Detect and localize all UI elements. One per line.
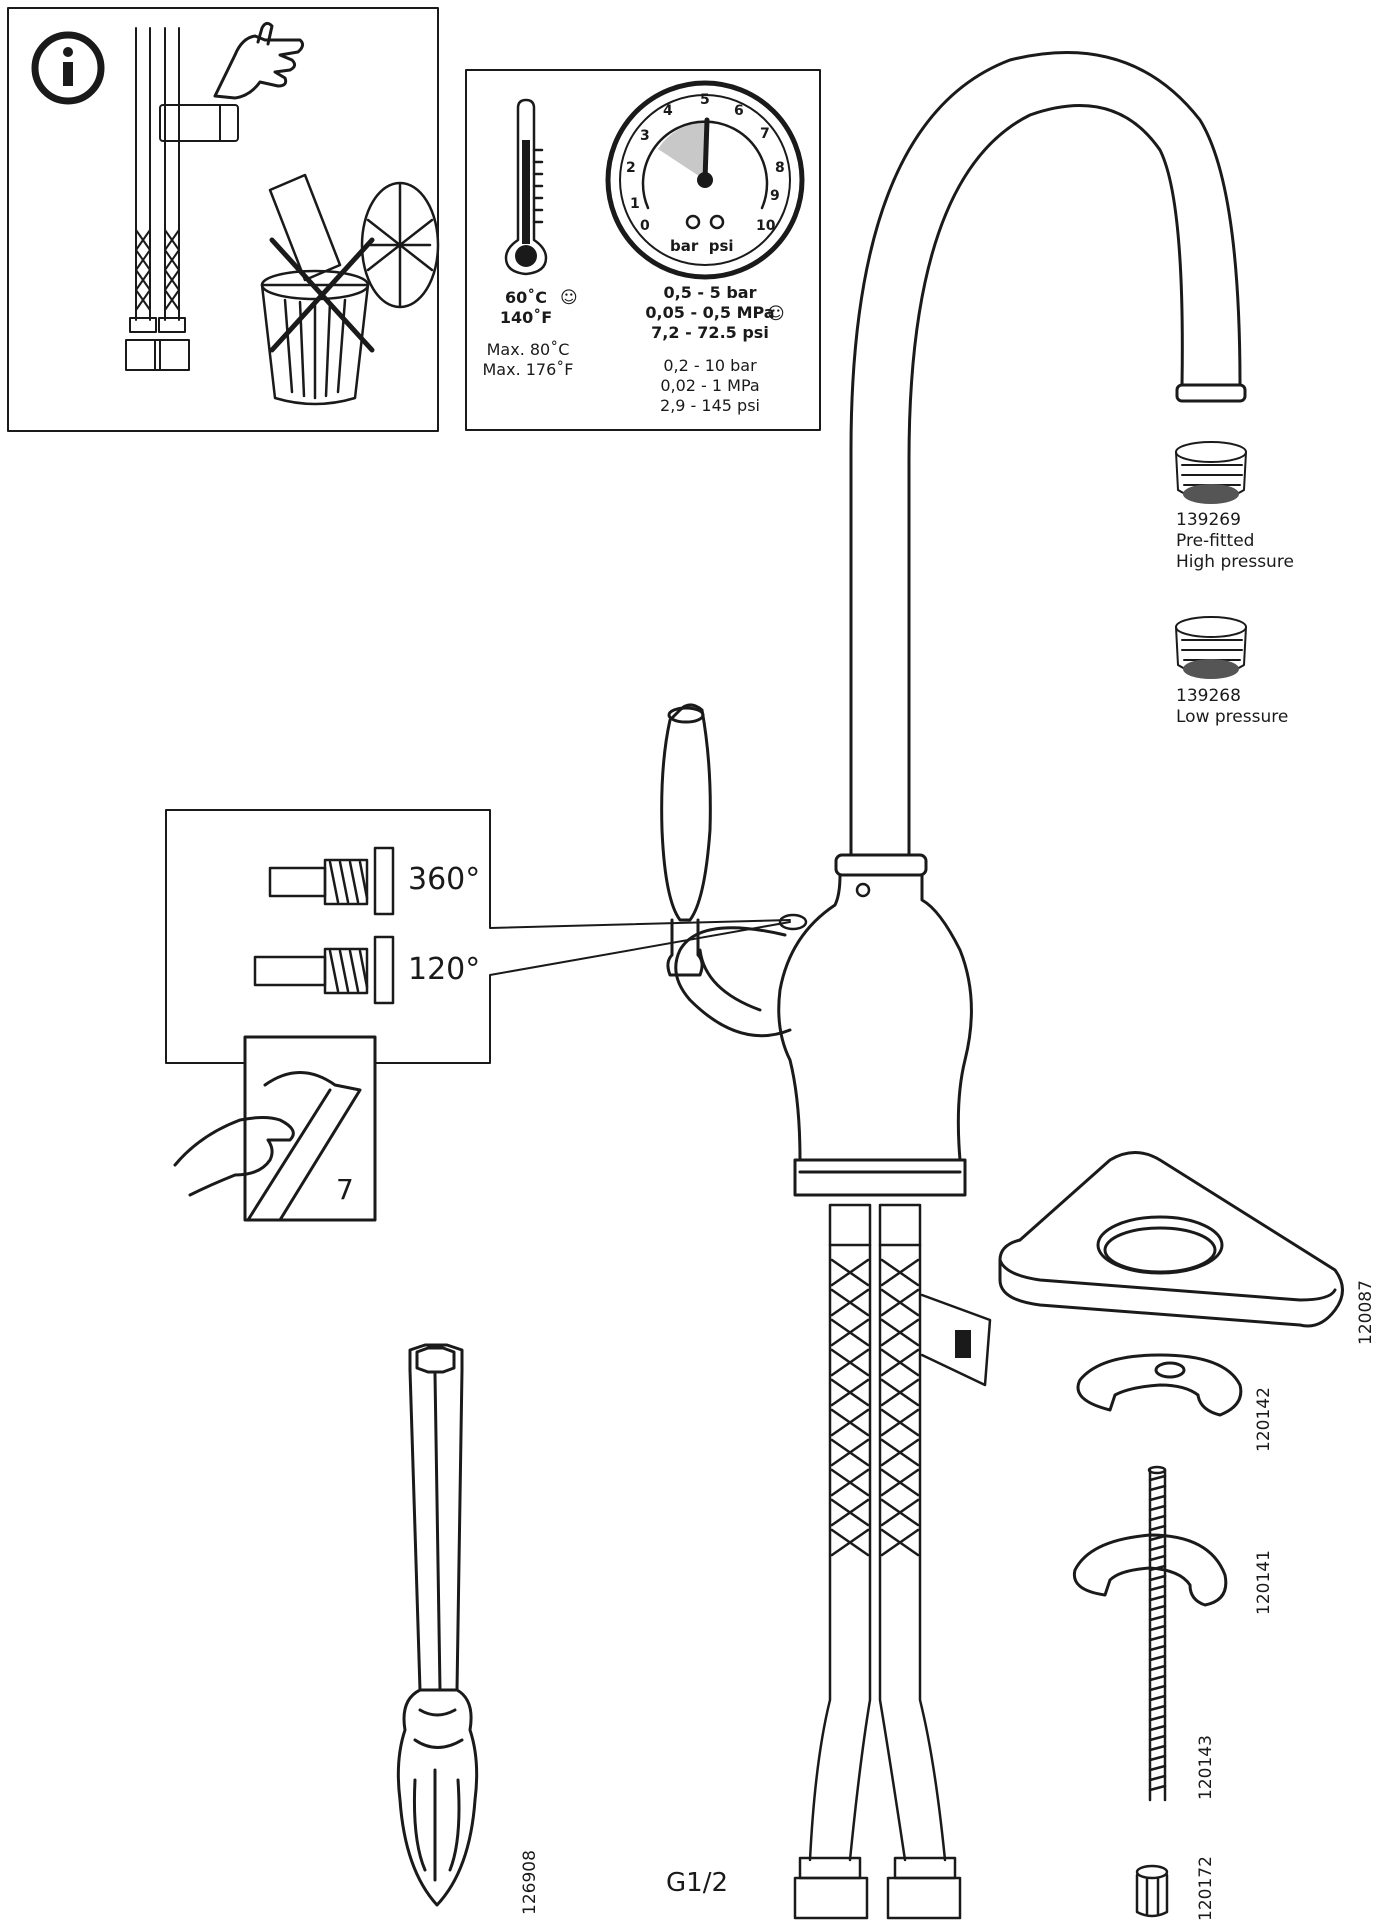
aerator-low-label: 139268 Low pressure xyxy=(1176,686,1288,728)
hex-key-tool-icon xyxy=(396,1343,479,1907)
aerator-high-line2: High pressure xyxy=(1176,552,1294,572)
flex-hose-icon xyxy=(125,27,239,371)
gauge-tick-2: 2 xyxy=(626,160,636,176)
range-bar: 0,2 - 10 bar xyxy=(663,356,757,375)
smiley-icon: ☺ xyxy=(560,288,578,308)
clamp-washer-icon xyxy=(1076,1353,1243,1417)
lever-handle xyxy=(660,703,712,977)
gauge-tick-0: 0 xyxy=(640,218,650,234)
gauge-tick-6: 6 xyxy=(734,103,744,119)
part-120172: 120172 xyxy=(1196,1856,1216,1921)
pressure-mpa: 0,05 - 0,5 MPa xyxy=(645,303,775,322)
connection-size: G1/2 xyxy=(666,1868,728,1898)
set-screw xyxy=(778,882,871,931)
gauge-units: bar psi xyxy=(670,237,734,255)
page-ref-label: 7 xyxy=(336,1173,354,1206)
info-icon xyxy=(31,31,105,105)
pressure-gauge-icon xyxy=(605,80,805,280)
pressure-bar: 0,5 - 5 bar xyxy=(663,283,757,302)
temperature-recommended: 60˚C 140˚F xyxy=(468,288,584,328)
part-120143: 120143 xyxy=(1196,1735,1216,1800)
gauge-tick-3: 3 xyxy=(640,128,650,144)
gauge-tick-10: 10 xyxy=(756,218,776,234)
temp-max-c: Max. 80˚C xyxy=(486,340,570,359)
part-120142: 120142 xyxy=(1254,1387,1274,1452)
aerator-high-part-no: 139269 xyxy=(1176,510,1241,530)
aerator-high-pressure-icon xyxy=(1175,441,1247,504)
part-120087: 120087 xyxy=(1356,1280,1376,1345)
gauge-tick-8: 8 xyxy=(775,160,785,176)
page-turn-icon xyxy=(173,1035,377,1222)
aerator-low-part-no: 139268 xyxy=(1176,686,1241,706)
hand-icon xyxy=(213,21,305,100)
aerator-high-label: 139269 Pre-fitted High pressure xyxy=(1176,510,1294,573)
angle-360-label: 360° xyxy=(408,862,481,897)
thermometer-icon xyxy=(504,98,548,276)
handle-detail-inset xyxy=(165,809,791,1222)
part-120141: 120141 xyxy=(1254,1550,1274,1615)
temp-f: 140˚F xyxy=(499,308,553,327)
screw-360-icon xyxy=(268,846,395,916)
range-psi: 2,9 - 145 psi xyxy=(660,396,760,415)
gauge-tick-1: 1 xyxy=(630,196,640,212)
faucet-body xyxy=(674,853,973,1197)
gauge-tick-9: 9 xyxy=(770,188,780,204)
range-mpa: 0,02 - 1 MPa xyxy=(660,376,760,395)
smiley-icon-pressure: ☺ xyxy=(767,304,785,324)
part-126908: 126908 xyxy=(520,1850,540,1915)
temp-max-f: Max. 176˚F xyxy=(482,360,574,379)
temperature-max: Max. 80˚C Max. 176˚F xyxy=(468,340,588,380)
gauge-tick-4: 4 xyxy=(663,103,673,119)
gauge-tick-5: 5 xyxy=(700,92,710,108)
gauge-tick-7: 7 xyxy=(760,126,770,142)
aerator-low-pressure-icon xyxy=(1175,616,1247,679)
threaded-rod-icon xyxy=(1147,1465,1167,1802)
info-panel xyxy=(7,7,440,432)
aerator-high-line1: Pre-fitted xyxy=(1176,531,1255,551)
base-plate-icon xyxy=(998,1151,1344,1328)
water-specs-panel xyxy=(465,69,821,431)
screw-120-icon xyxy=(253,935,395,1005)
temp-c: 60˚C xyxy=(504,288,547,307)
crossed-out-bin-icon xyxy=(260,173,440,406)
pressure-psi: 7,2 - 72.5 psi xyxy=(651,323,769,342)
pressure-recommended: 0,5 - 5 bar 0,05 - 0,5 MPa 7,2 - 72.5 ps… xyxy=(610,283,810,343)
pressure-range: 0,2 - 10 bar 0,02 - 1 MPa 2,9 - 145 psi xyxy=(610,356,810,416)
flex-hoses xyxy=(793,1203,992,1920)
angle-120-label: 120° xyxy=(408,952,481,987)
aerator-low-line1: Low pressure xyxy=(1176,707,1289,727)
faucet-spout xyxy=(849,51,1247,857)
hex-nut-icon xyxy=(1135,1864,1169,1918)
